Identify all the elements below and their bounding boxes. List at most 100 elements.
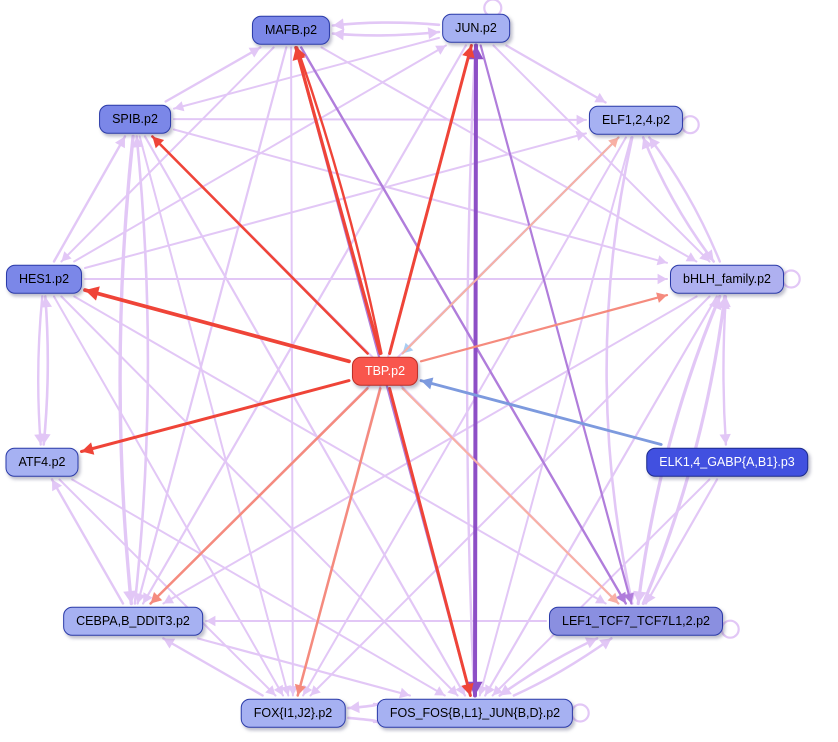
edge-atf4-hes1 xyxy=(42,295,50,446)
edge-bhlh-lef1-arrowhead xyxy=(633,590,647,604)
edge-tbp-elf-arrowhead xyxy=(608,137,619,148)
node-mafb[interactable]: MAFB.p2 xyxy=(251,15,331,45)
edge-fos-lef1-arrowhead xyxy=(599,638,612,650)
node-label: JUN.p2 xyxy=(455,20,497,35)
edge-jun-cebpa-arrowhead xyxy=(143,592,153,604)
edge-spib-bhlh xyxy=(173,128,668,264)
edge-spib-cebpa-arrowhead xyxy=(123,590,137,604)
edge-spib-bhlh-arrowhead xyxy=(656,255,667,266)
node-label: FOS_FOS{B,L1}_JUN{B,D}.p2 xyxy=(389,705,561,720)
node-elf[interactable]: ELF1,2,4.p2 xyxy=(588,105,684,135)
edge-spib-elf xyxy=(173,118,587,121)
edge-hes1-jun xyxy=(73,44,447,263)
edge-hes1-bhlh-arrowhead xyxy=(657,273,667,285)
edge-spib-cebpa xyxy=(118,134,135,606)
edge-bhlh-lef1 xyxy=(636,294,722,606)
edge-tbp-bhlh xyxy=(419,294,669,363)
node-cebpa[interactable]: CEBPA,B_DDIT3.p2 xyxy=(63,606,203,636)
node-fos[interactable]: FOS_FOS{B,L1}_JUN{B,D}.p2 xyxy=(376,698,574,728)
node-label: ELF1,2,4.p2 xyxy=(601,112,671,127)
edge-hes1-fox xyxy=(53,295,284,697)
edge-elf-lef1 xyxy=(605,136,634,605)
edge-bhlh-elf xyxy=(648,136,721,263)
edge-cebpa-fos xyxy=(197,637,411,697)
node-tbp[interactable]: TBP.p2 xyxy=(351,356,419,386)
edge-atf4-fos xyxy=(71,478,446,697)
edge-elk-tbp-arrowhead xyxy=(421,377,434,390)
edge-bhlh-elf-arrowhead xyxy=(649,137,660,150)
node-label: FOX{I1,J2}.p2 xyxy=(253,705,333,720)
edge-bhlh-fos-arrowhead xyxy=(485,684,495,696)
edge-hes1-fos-arrowhead xyxy=(447,685,458,696)
edge-hes1-jun-arrowhead xyxy=(435,45,446,55)
edge-bhlh-fox-arrowhead xyxy=(310,685,321,696)
edge-mafb-jun-arrowhead xyxy=(333,28,345,41)
edge-lef1-fos-arrowhead xyxy=(584,637,598,649)
edge-cebpa-spib xyxy=(133,135,150,605)
edge-bhlh-elk-arrowhead xyxy=(719,296,731,308)
edge-mafb-hes1 xyxy=(60,46,275,263)
node-atf4[interactable]: ATF4.p2 xyxy=(5,447,79,477)
edge-mafb-cebpa-arrowhead xyxy=(135,592,146,604)
edge-mafb-lef1 xyxy=(300,46,627,605)
node-spib[interactable]: SPIB.p2 xyxy=(99,104,171,134)
edge-tbp-elf xyxy=(401,136,620,355)
edge-tbp-fox xyxy=(296,387,382,697)
edge-jun-spib-arrowhead xyxy=(174,101,185,112)
node-label: ATF4.p2 xyxy=(18,454,66,469)
edge-spib-mafb xyxy=(164,46,262,103)
node-label: MAFB.p2 xyxy=(264,22,318,37)
edge-mafb-fox-arrowhead xyxy=(287,686,299,696)
edge-elk-lef1 xyxy=(644,478,719,605)
edge-tbp-cebpa-arrowhead xyxy=(150,592,163,604)
edge-mafb-jun xyxy=(331,30,441,37)
edge-lef1-fos xyxy=(498,637,599,697)
edge-hes1-atf4-arrowhead xyxy=(34,433,46,445)
edge-jun-cebpa xyxy=(142,44,467,605)
edge-cebpa-spib-arrowhead xyxy=(131,136,144,148)
node-jun[interactable]: JUN.p2 xyxy=(442,13,510,43)
edge-elk-fos-arrowhead xyxy=(492,685,503,696)
edge-lef1-cebpa-arrowhead xyxy=(206,615,216,627)
edge-tbp-bhlh-arrowhead xyxy=(656,292,667,303)
edge-elk-lef1-arrowhead xyxy=(646,592,656,604)
edge-mafb-fox xyxy=(290,46,294,697)
node-label: LEF1_TCF7_TCF7L1,2.p2 xyxy=(562,613,710,628)
node-lef1[interactable]: LEF1_TCF7_TCF7L1,2.p2 xyxy=(549,606,723,636)
edge-cebpa-atf4 xyxy=(50,478,125,605)
edge-mafb-bhlh-arrowhead xyxy=(685,252,697,262)
edge-tbp-fos-arrowhead xyxy=(461,682,474,696)
edge-bhlh-elk-arrowhead xyxy=(719,433,731,445)
edge-elf-fox xyxy=(302,136,627,697)
edge-mafb-hes1-arrowhead xyxy=(61,251,72,262)
edge-elk-tbp xyxy=(419,379,663,446)
node-label: HES1.p2 xyxy=(18,271,70,286)
node-label: TBP.p2 xyxy=(364,363,406,378)
self-loop-bhlh xyxy=(781,269,801,289)
edge-hes1-spib-arrowhead xyxy=(115,136,125,149)
edge-fox-cebpa xyxy=(162,637,264,697)
edge-tbp-mafb xyxy=(294,45,382,356)
edge-jun-fos xyxy=(465,44,477,697)
edge-tbp-hes1-arrowhead xyxy=(85,286,100,301)
edge-tbp-spib-arrowhead xyxy=(152,136,165,149)
edge-tbp-lef1 xyxy=(401,387,620,605)
edge-elf-bhlh-arrowhead xyxy=(702,249,714,262)
edge-tbp-atf4-arrowhead xyxy=(81,442,95,455)
node-label: SPIB.p2 xyxy=(112,111,158,126)
node-hes1[interactable]: HES1.p2 xyxy=(5,264,83,294)
node-bhlh[interactable]: bHLH_family.p2 xyxy=(669,264,785,294)
edge-tbp-cebpa xyxy=(149,387,369,605)
node-elk[interactable]: ELK1,4_GABP{A,B1}.p3 xyxy=(646,447,808,477)
edge-cebpa-atf4-arrowhead xyxy=(52,479,62,492)
edge-spib-fos xyxy=(143,135,467,697)
self-loop-fos xyxy=(570,703,590,723)
edge-spib-fox-arrowhead xyxy=(280,685,291,696)
edge-atf4-hes1-arrowhead xyxy=(40,296,52,308)
edge-jun-elf xyxy=(505,44,607,104)
edge-jun-mafb xyxy=(331,21,441,27)
node-fox[interactable]: FOX{I1,J2}.p2 xyxy=(240,698,346,728)
edge-tbp-mafb xyxy=(295,46,383,355)
edge-tbp-jun-arrowhead xyxy=(462,45,475,59)
